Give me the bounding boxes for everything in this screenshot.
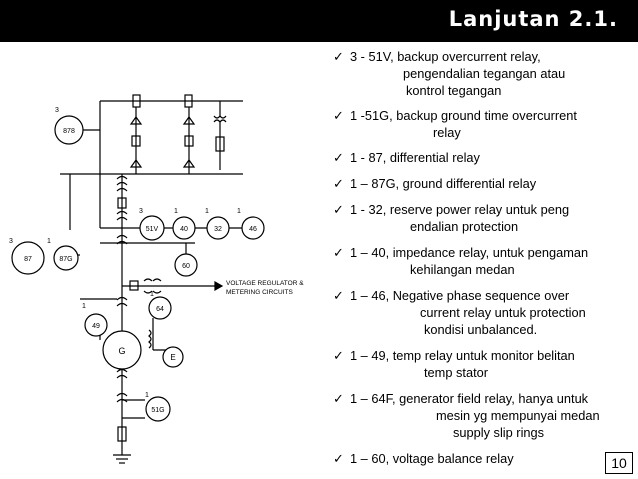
exciter-symbol [162, 346, 184, 368]
relay-count: 1 [82, 303, 86, 310]
relay-49 [84, 313, 108, 337]
relay-list-text: 3 - 51V, backup overcurrent relay, [350, 49, 541, 64]
relay-label: 46 [249, 226, 257, 233]
checkmark-icon: ✓ [333, 288, 344, 303]
relay-51g [145, 396, 171, 422]
checkmark-icon: ✓ [333, 451, 344, 466]
relay-list-text: kehilangan medan [410, 262, 515, 277]
relay-32 [206, 216, 230, 240]
relay-count: 1 [205, 208, 209, 215]
checkmark-icon: ✓ [333, 176, 344, 191]
checkmark-icon: ✓ [333, 202, 344, 217]
relay-list-text: 1 – 49, temp relay untuk monitor belitan [350, 348, 575, 363]
protection-one-line-diagram: 878 87 87G 51V 40 32 46 60 64 49 51G G E… [9, 94, 304, 464]
relay-label: 87 [24, 256, 32, 263]
relay-label: 51G [151, 407, 164, 414]
relay-label: 878 [63, 128, 75, 135]
relay-list-text: 1 – 87G, ground differential relay [350, 176, 537, 191]
relay-label: 32 [214, 226, 222, 233]
checkmark-icon: ✓ [333, 348, 344, 363]
relay-list-text: supply slip rings [453, 425, 545, 440]
relay-label: 51V [146, 226, 159, 233]
circuit-note: METERING CIRCUITS [226, 289, 293, 296]
relay-60 [174, 253, 198, 277]
relay-label: 49 [92, 323, 100, 330]
relay-64 [148, 296, 172, 320]
relay-list-item: ✓ 3 - 51V, backup overcurrent relay, penge… [333, 48, 633, 99]
generator-symbol [102, 330, 142, 370]
relay-list-text: 1 – 46, Negative phase sequence over [350, 288, 570, 303]
relay-label: 87G [59, 256, 72, 263]
page-number: 10 [605, 452, 633, 474]
relay-list-item: ✓ 1 - 87, differential relay [333, 149, 633, 166]
relay-list-item: ✓ 1 – 60, voltage balance relay [333, 450, 633, 467]
relay-87 [11, 241, 45, 275]
relay-list-text: pengendalian tegangan atau [403, 66, 566, 81]
potential-transformer [213, 101, 227, 170]
slide-title: Lanjutan 2.1. [448, 7, 618, 31]
relay-40 [172, 216, 196, 240]
relay-list-item: ✓ 1 -51G, backup ground time overcurrent r… [333, 107, 633, 141]
generator-label: G [118, 346, 125, 356]
relay-list-item: ✓ 1 – 49, temp relay untuk monitor belita… [333, 347, 633, 381]
exciter-label: E [170, 353, 175, 362]
relay-list-item: ✓ 1 – 46, Negative phase sequence over cur… [333, 287, 633, 338]
relay-list-item: ✓ 1 - 32, reserve power relay untuk peng e… [333, 201, 633, 235]
feeder-breaker-2 [182, 94, 196, 174]
relay-list: ✓ 3 - 51V, backup overcurrent relay, penge… [333, 48, 633, 467]
relay-count: 1 [150, 291, 154, 298]
relay-list-text: current relay untuk protection [420, 305, 586, 320]
relay-list-text: kontrol tegangan [406, 83, 502, 98]
circuit-note: VOLTAGE REGULATOR & [226, 280, 304, 287]
checkmark-icon: ✓ [333, 245, 344, 260]
checkmark-icon: ✓ [333, 108, 344, 123]
relay-list-text: kondisi unbalanced. [424, 322, 538, 337]
relay-46 [241, 216, 265, 240]
feeder-breaker-1 [129, 94, 143, 174]
relay-count: 3 [9, 238, 13, 245]
relay-list-text: mesin yg mempunyai medan [436, 408, 600, 423]
relay-count: 1 [145, 392, 149, 399]
checkmark-icon: ✓ [333, 49, 344, 64]
relay-list-text: temp stator [424, 365, 489, 380]
relay-count: 1 [237, 208, 241, 215]
relay-label: 64 [156, 306, 164, 313]
relay-list-text: 1 – 60, voltage balance relay [350, 451, 514, 466]
title-bar: Lanjutan 2.1. [0, 0, 638, 42]
relay-87g [53, 245, 79, 271]
relay-count: 3 [55, 107, 59, 114]
relay-list-item: ✓ 1 – 40, impedance relay, untuk pengaman… [333, 244, 633, 278]
relay-list-text: endalian protection [410, 219, 519, 234]
relay-list-item: ✓ 1 – 87G, ground differential relay [333, 175, 633, 192]
relay-count: 1 [174, 208, 178, 215]
relay-list-text: relay [433, 125, 461, 140]
checkmark-icon: ✓ [333, 150, 344, 165]
relay-list-text: 1 - 87, differential relay [350, 150, 480, 165]
checkmark-icon: ✓ [333, 391, 344, 406]
relay-51v [139, 215, 165, 241]
relay-878 [54, 115, 84, 145]
relay-list-text: 1 – 64F, generator field relay, hanya un… [350, 391, 589, 406]
relay-list-text: 1 -51G, backup ground time overcurrent [350, 108, 577, 123]
relay-list-text: 1 - 32, reserve power relay untuk peng [350, 202, 570, 217]
relay-count: 1 [47, 238, 51, 245]
relay-list-text: 1 – 40, impedance relay, untuk pengaman [350, 245, 589, 260]
relay-list-item: ✓ 1 – 64F, generator field relay, hanya u… [333, 390, 633, 441]
relay-label: 40 [180, 226, 188, 233]
relay-count: 3 [139, 208, 143, 215]
relay-label: 60 [182, 263, 190, 270]
